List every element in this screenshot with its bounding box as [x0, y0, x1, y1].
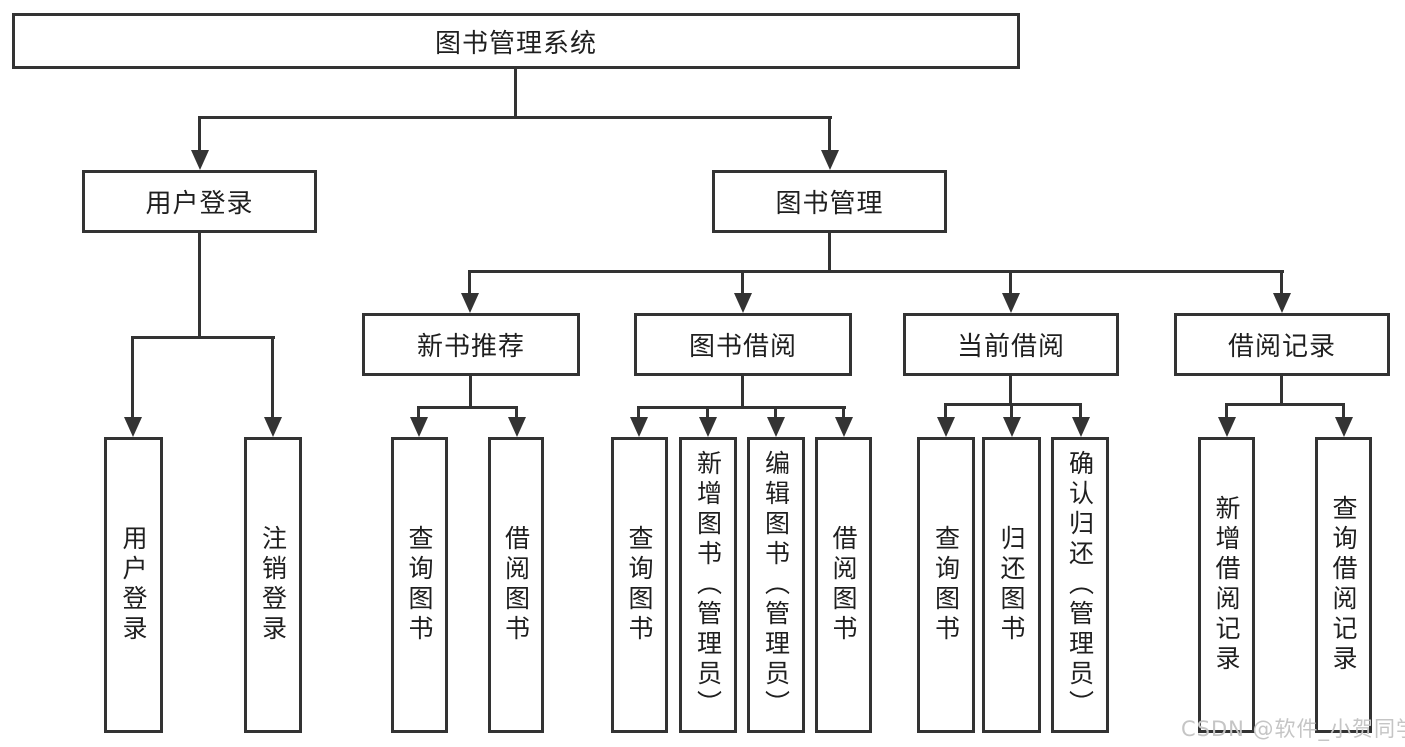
- leaf-edit-book-admin: 编辑图书（管理员）: [747, 437, 805, 733]
- arrowhead-down-icon: [734, 293, 752, 313]
- node-label: 图书借阅: [688, 332, 797, 362]
- connector-bar: [637, 406, 846, 409]
- leaf-confirm-return-admin: 确认归还（管理员）: [1051, 437, 1109, 733]
- connector-bar: [944, 403, 1082, 406]
- connector-userlogin-stem: [198, 233, 201, 338]
- leaf-label: 借阅图书: [501, 525, 531, 645]
- arrowhead-down-icon: [699, 417, 717, 437]
- connector-drop: [774, 406, 777, 419]
- arrowhead-down-icon: [821, 150, 839, 170]
- node-label: 新书推荐: [416, 332, 525, 362]
- arrowhead-down-icon: [835, 417, 853, 437]
- leaf-label: 注销登录: [258, 525, 288, 645]
- node-new-book-recommend: 新书推荐: [362, 313, 580, 376]
- connector-drop: [1342, 403, 1345, 419]
- connector-drop: [828, 116, 831, 152]
- connector-drop: [515, 406, 518, 419]
- leaf-label: 确认归还（管理员）: [1065, 450, 1095, 720]
- leaf-add-borrow-record: 新增借阅记录: [1198, 437, 1255, 733]
- leaf-label: 查询图书: [931, 525, 961, 645]
- arrowhead-down-icon: [1002, 293, 1020, 313]
- leaf-borrow-book-2: 借阅图书: [815, 437, 872, 733]
- arrowhead-down-icon: [410, 417, 428, 437]
- watermark: CSDN @软件_小贺同学: [1181, 717, 1405, 741]
- arrowhead-down-icon: [1003, 417, 1021, 437]
- leaf-label: 新增图书（管理员）: [693, 450, 723, 720]
- connector-stem: [469, 376, 472, 408]
- leaf-label: 借阅图书: [829, 525, 858, 645]
- node-borrow-records: 借阅记录: [1174, 313, 1390, 376]
- connector-root-stem: [514, 69, 517, 118]
- arrowhead-down-icon: [1273, 293, 1291, 313]
- arrowhead-down-icon: [1218, 417, 1236, 437]
- node-label: 图书管理系统: [434, 28, 597, 59]
- arrowhead-down-icon: [124, 417, 142, 437]
- connector-drop: [637, 406, 640, 419]
- connector-root-bar: [198, 116, 832, 119]
- arrowhead-down-icon: [630, 417, 648, 437]
- connector-bookmgmt-bar: [468, 270, 1284, 273]
- connector-drop: [1009, 270, 1012, 295]
- leaf-label: 查询图书: [405, 525, 434, 645]
- connector-stem: [741, 376, 744, 408]
- arrowhead-down-icon: [508, 417, 526, 437]
- connector-drop: [842, 406, 845, 419]
- leaf-label: 编辑图书（管理员）: [761, 450, 791, 720]
- connector-stem: [1009, 376, 1012, 405]
- connector-drop: [417, 406, 420, 419]
- leaf-label: 归还图书: [997, 525, 1026, 645]
- node-book-management: 图书管理: [712, 170, 947, 233]
- connector-drop: [1225, 403, 1228, 419]
- leaf-query-borrow-record: 查询借阅记录: [1315, 437, 1372, 733]
- node-user-login: 用户登录: [82, 170, 317, 233]
- connector-bookmgmt-stem: [828, 233, 831, 272]
- leaf-logout: 注销登录: [244, 437, 302, 733]
- connector-userlogin-bar: [131, 336, 275, 339]
- connector-drop: [944, 403, 947, 419]
- node-label: 借阅记录: [1227, 332, 1336, 362]
- arrowhead-down-icon: [461, 293, 479, 313]
- connector-drop: [198, 116, 201, 152]
- leaf-add-book-admin: 新增图书（管理员）: [679, 437, 737, 733]
- arrowhead-down-icon: [1072, 417, 1090, 437]
- connector-drop: [131, 336, 134, 419]
- connector-bar: [417, 406, 518, 409]
- connector-drop: [1280, 270, 1283, 295]
- connector-drop: [1010, 403, 1013, 419]
- leaf-label: 用户登录: [119, 525, 148, 645]
- connector-bar: [1225, 403, 1345, 406]
- connector-drop: [706, 406, 709, 419]
- connector-drop: [271, 336, 274, 419]
- arrowhead-down-icon: [191, 150, 209, 170]
- leaf-query-book-1: 查询图书: [391, 437, 448, 733]
- leaf-label: 查询图书: [625, 525, 654, 645]
- arrowhead-down-icon: [264, 417, 282, 437]
- leaf-label: 新增借阅记录: [1212, 495, 1241, 675]
- leaf-label: 查询借阅记录: [1329, 495, 1358, 675]
- leaf-return-book: 归还图书: [982, 437, 1041, 733]
- node-label: 用户登录: [145, 189, 254, 219]
- node-book-borrow: 图书借阅: [634, 313, 852, 376]
- leaf-borrow-book-1: 借阅图书: [488, 437, 544, 733]
- node-label: 当前借阅: [956, 332, 1065, 362]
- node-label: 图书管理: [775, 189, 884, 219]
- arrowhead-down-icon: [937, 417, 955, 437]
- connector-drop: [1079, 403, 1082, 419]
- node-current-borrow: 当前借阅: [903, 313, 1119, 376]
- node-library-system: 图书管理系统: [12, 13, 1020, 69]
- leaf-query-book-3: 查询图书: [917, 437, 975, 733]
- arrowhead-down-icon: [1335, 417, 1353, 437]
- connector-stem: [1280, 376, 1283, 405]
- connector-drop: [468, 270, 471, 295]
- connector-drop: [741, 270, 744, 295]
- leaf-user-login: 用户登录: [104, 437, 163, 733]
- arrowhead-down-icon: [767, 417, 785, 437]
- leaf-query-book-2: 查询图书: [611, 437, 668, 733]
